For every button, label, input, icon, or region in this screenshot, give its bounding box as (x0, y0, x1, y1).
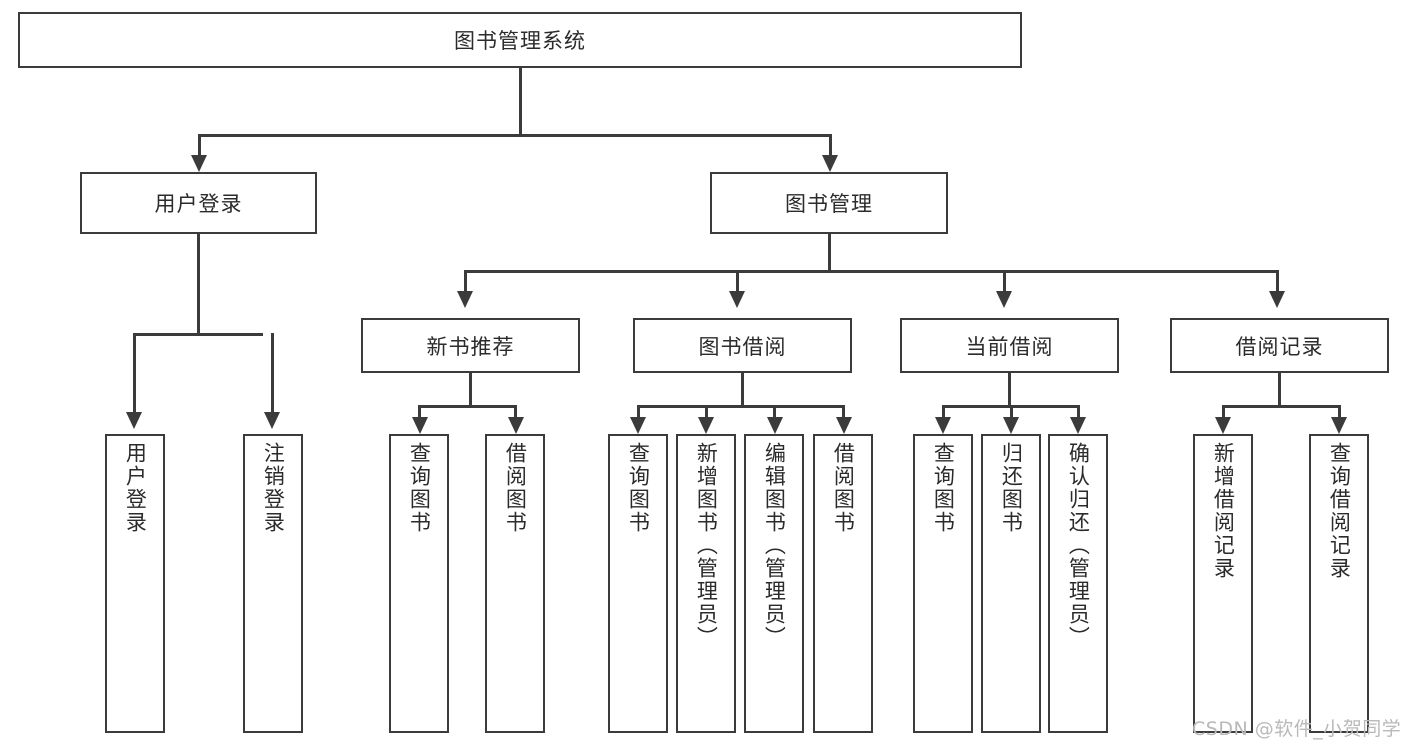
node-label: 图书管理 (785, 192, 873, 216)
leaf-logout-login[interactable]: 注销登录 (243, 434, 303, 733)
leaf-label: 查询图书 (931, 442, 956, 534)
arrowhead-book-management (822, 155, 838, 172)
node-new-book-recommend[interactable]: 新书推荐 (361, 318, 580, 373)
edge-cb-to-leaf-1 (942, 405, 945, 418)
leaf-label: 确认归还（管理员） (1066, 442, 1091, 649)
arrowhead-bb-edit-book (767, 417, 783, 434)
edge-new-book-stem (469, 373, 472, 407)
node-label: 图书管理系统 (454, 29, 586, 53)
node-root-book-management-system[interactable]: 图书管理系统 (18, 12, 1022, 68)
node-label: 当前借阅 (965, 334, 1054, 359)
leaf-user-login[interactable]: 用户登录 (105, 434, 165, 733)
arrowhead-current-borrow (996, 291, 1012, 308)
edge-root-to-book-management (829, 134, 832, 156)
edge-cb-to-leaf-3 (1077, 405, 1080, 418)
edge-bb-to-leaf-3 (773, 405, 776, 418)
node-label: 图书借阅 (698, 334, 787, 359)
edge-cb-to-leaf-2 (1010, 405, 1013, 418)
leaf-bb-edit-book[interactable]: 编辑图书（管理员） (744, 434, 804, 733)
node-book-management[interactable]: 图书管理 (710, 172, 948, 234)
leaf-bb-borrow-book[interactable]: 借阅图书 (813, 434, 873, 733)
edge-bb-to-leaf-4 (842, 405, 845, 418)
edge-bm-to-borrow-record (1276, 270, 1279, 292)
arrowhead-new-book-recommend (457, 291, 473, 308)
arrowhead-bb-query-book (630, 417, 646, 434)
csdn-watermark: CSDN @软件_小贺同学 (1192, 718, 1402, 740)
arrowhead-borrow-record (1269, 291, 1285, 308)
edge-user-login-stem (197, 234, 200, 335)
edge-nb-to-leaf-2 (514, 405, 517, 418)
edge-root-branch-bar (198, 134, 832, 137)
edge-root-stem (519, 68, 522, 136)
leaf-label: 归还图书 (999, 442, 1024, 534)
arrowhead-cb-query-book (935, 417, 951, 434)
edge-borrow-record-stem (1278, 373, 1281, 407)
leaf-label: 注销登录 (261, 442, 286, 534)
arrowhead-br-add-record (1215, 417, 1231, 434)
arrowhead-book-borrow (729, 291, 745, 308)
node-borrow-record[interactable]: 借阅记录 (1170, 318, 1389, 373)
edge-borrow-record-branch-bar (1222, 405, 1341, 408)
leaf-bb-query-book[interactable]: 查询图书 (608, 434, 668, 733)
leaf-cb-return-book[interactable]: 归还图书 (981, 434, 1041, 733)
arrowhead-cb-confirm-return (1070, 417, 1086, 434)
edge-bm-to-new-book (464, 270, 467, 292)
edge-user-login-to-leaf-1 (133, 333, 136, 413)
arrowhead-nb-query-book (412, 417, 428, 434)
edge-bm-to-current-borrow (1003, 270, 1006, 292)
node-current-borrow[interactable]: 当前借阅 (900, 318, 1119, 373)
leaf-label: 用户登录 (123, 442, 148, 534)
leaf-nbr-borrow-book[interactable]: 借阅图书 (485, 434, 545, 733)
node-label: 用户登录 (154, 192, 243, 216)
arrowhead-nb-borrow-book (508, 417, 524, 434)
edge-bm-to-book-borrow (736, 270, 739, 292)
edge-user-login-branch-bar (133, 333, 263, 336)
edge-br-to-leaf-1 (1222, 405, 1225, 418)
node-label: 借阅记录 (1235, 334, 1324, 359)
leaf-label: 查询借阅记录 (1327, 442, 1352, 580)
arrowhead-leaf-logout-login (264, 412, 280, 429)
arrowhead-cb-return-book (1003, 417, 1019, 434)
edge-br-to-leaf-2 (1338, 405, 1341, 418)
leaf-cb-confirm-return[interactable]: 确认归还（管理员） (1048, 434, 1108, 733)
leaf-label: 借阅图书 (503, 442, 528, 534)
leaf-br-add-record[interactable]: 新增借阅记录 (1193, 434, 1253, 733)
leaf-label: 编辑图书（管理员） (762, 442, 787, 649)
edge-book-borrow-stem (741, 373, 744, 407)
node-user-login[interactable]: 用户登录 (80, 172, 317, 234)
edge-book-management-stem (828, 234, 831, 272)
leaf-bb-add-book[interactable]: 新增图书（管理员） (676, 434, 736, 733)
edge-root-to-user-login (198, 134, 201, 156)
arrowhead-bb-add-book (698, 417, 714, 434)
leaf-label: 借阅图书 (831, 442, 856, 534)
edge-user-login-to-leaf-2 (271, 333, 274, 413)
edge-book-management-branch-bar (464, 270, 1278, 273)
arrowhead-user-login (191, 155, 207, 172)
leaf-nbr-query-book[interactable]: 查询图书 (389, 434, 449, 733)
node-book-borrow[interactable]: 图书借阅 (633, 318, 852, 373)
arrowhead-bb-borrow-book (836, 417, 852, 434)
leaf-label: 查询图书 (407, 442, 432, 534)
leaf-label: 查询图书 (626, 442, 651, 534)
edge-new-book-branch-bar (418, 405, 517, 408)
node-label: 新书推荐 (426, 334, 515, 359)
leaf-br-query-record[interactable]: 查询借阅记录 (1309, 434, 1369, 733)
arrowhead-br-query-record (1331, 417, 1347, 434)
leaf-label: 新增借阅记录 (1211, 442, 1236, 580)
leaf-cb-query-book[interactable]: 查询图书 (913, 434, 973, 733)
leaf-label: 新增图书（管理员） (694, 442, 719, 649)
edge-book-borrow-branch-bar (637, 405, 844, 408)
edge-bb-to-leaf-2 (705, 405, 708, 418)
edge-nb-to-leaf-1 (418, 405, 421, 418)
edge-current-borrow-stem (1008, 373, 1011, 407)
edge-bb-to-leaf-1 (637, 405, 640, 418)
arrowhead-leaf-user-login (126, 412, 142, 429)
